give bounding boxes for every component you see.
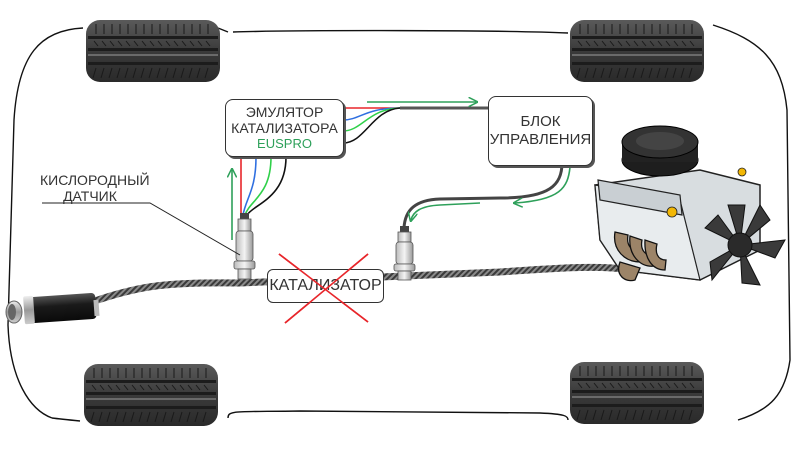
body-bottom-left-stub	[51, 417, 81, 422]
body-top-left-stub	[217, 27, 229, 33]
body-top-center	[232, 29, 569, 34]
car-body-outline	[7, 24, 791, 422]
catalyst-box: КАТАЛИЗАТОР	[267, 269, 384, 303]
emulator-label-line1: ЭМУЛЯТОР	[245, 104, 324, 120]
oxygen-sensor-label-line2: ДАТЧИК	[63, 188, 117, 204]
ecu-label-line2: УПРАВЛЕНИЯ	[489, 131, 592, 148]
emulator-pins	[238, 155, 289, 159]
body-front-right	[712, 24, 791, 421]
emulator-output-wires	[342, 107, 401, 144]
sensor-leader-line	[42, 202, 241, 256]
ecu-sensor-cable	[402, 162, 564, 229]
tire-rear-left	[83, 363, 219, 427]
emulator-brand: EUSPRO	[257, 136, 312, 151]
body-bottom-center	[227, 410, 569, 421]
emulator-label-line2: КАТАЛИЗАТОРА	[231, 120, 338, 136]
tire-front-left	[85, 19, 221, 83]
oxygen-sensor-label: КИСЛОРОДНЫЙ ДАТЧИК	[40, 172, 150, 204]
arrow-ecu-to-down-2	[411, 202, 481, 220]
muffler	[5, 292, 100, 325]
tire-front-right	[569, 19, 705, 83]
emulator-box: ЭМУЛЯТОР КАТАЛИЗАТОРА EUSPRO	[225, 99, 344, 157]
ecu-box: БЛОК УПРАВЛЕНИЯ	[488, 96, 593, 166]
signal-arrows	[232, 102, 571, 240]
engine	[594, 125, 786, 286]
downstream-oxygen-sensor	[393, 226, 416, 281]
sensor-input-wires	[240, 156, 287, 216]
exhaust-pipe	[90, 263, 631, 306]
ecu-label-line1: БЛОК	[520, 113, 561, 130]
upstream-oxygen-sensor	[233, 213, 256, 280]
tire-rear-right	[569, 361, 705, 425]
catalyst-label: КАТАЛИЗАТОР	[269, 277, 382, 294]
arrow-ecu-to-down-1	[515, 166, 571, 203]
oxygen-sensor-label-line1: КИСЛОРОДНЫЙ	[40, 172, 150, 188]
body-front-left	[7, 27, 84, 419]
